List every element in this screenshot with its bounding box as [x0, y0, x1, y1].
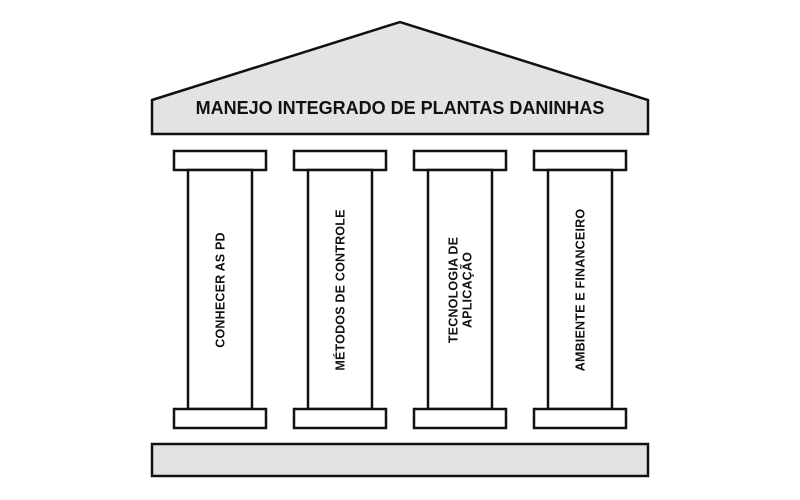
pillar-capital [412, 149, 508, 172]
roof-shape [150, 20, 650, 136]
pillar-label-line: CONHECER AS PD [214, 232, 228, 348]
pillar-label: TECNOLOGIA DEAPLICAÇÃO [447, 237, 475, 343]
pillar-capital [292, 149, 388, 172]
pillar-plinth [172, 407, 268, 430]
pillar-3: TECNOLOGIA DEAPLICAÇÃO [412, 149, 508, 430]
pillar-plinth [532, 407, 628, 430]
pillar-4: AMBIENTE E FINANCEIRO [532, 149, 628, 430]
pillar-plinth [412, 407, 508, 430]
pillar-label: CONHECER AS PD [214, 232, 228, 348]
pillar-shaft [186, 168, 254, 411]
pillar-shaft [426, 168, 494, 411]
base-platform [150, 442, 650, 478]
pillar-plinth [292, 407, 388, 430]
pillars-group: CONHECER AS PD MÉTODOS DE CONTROLE TECNOLO… [172, 149, 628, 430]
pillar-capital [172, 149, 268, 172]
pillar-shaft [546, 168, 614, 411]
pillar-capital [532, 149, 628, 172]
pillar-label: AMBIENTE E FINANCEIRO [574, 209, 588, 372]
pillar-1: CONHECER AS PD [172, 149, 268, 430]
pillar-shaft [306, 168, 374, 411]
pillar-label: MÉTODOS DE CONTROLE [333, 209, 348, 370]
roof-title: MANEJO INTEGRADO DE PLANTAS DANINHAS [196, 98, 605, 118]
pillar-label-line: MÉTODOS DE CONTROLE [333, 209, 348, 370]
pillar-2: MÉTODOS DE CONTROLE [292, 149, 388, 430]
pillar-label-line: APLICAÇÃO [460, 252, 475, 328]
pillar-label-line: AMBIENTE E FINANCEIRO [574, 209, 588, 372]
pillar-label-line: TECNOLOGIA DE [447, 237, 461, 343]
